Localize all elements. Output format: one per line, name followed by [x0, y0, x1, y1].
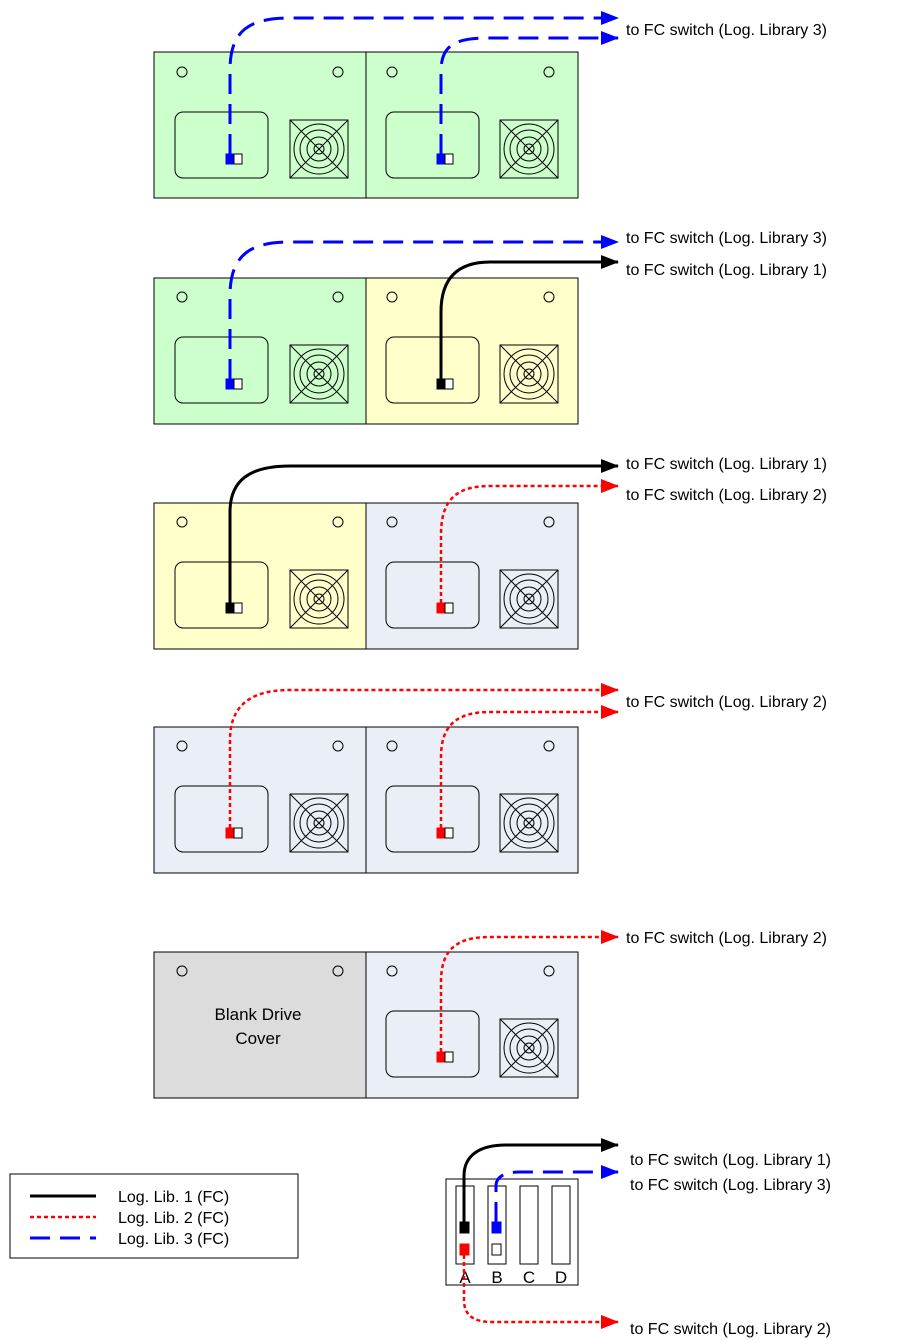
cable-lib2: [439, 930, 619, 1052]
destination-label: to FC switch (Log. Library 1): [626, 262, 827, 279]
drive-row-5: Blank Drive Cover to FC switch (Log. Lib…: [153, 930, 827, 1099]
destination-label: to FC switch (Log. Library 3): [626, 230, 827, 247]
cable-lib2: [439, 479, 619, 603]
cable-lib3: [494, 1165, 619, 1222]
destination-label: to FC switch (Log. Library 1): [626, 456, 827, 473]
blank-cover-label: Blank Drive: [215, 1005, 302, 1024]
cable-lib3: [228, 11, 619, 154]
tape-drive: [365, 277, 579, 425]
drive-row-1: to FC switch (Log. Library 3): [153, 11, 827, 199]
tape-drive: [365, 51, 579, 199]
cable-lib2: [228, 683, 619, 828]
destination-label: to FC switch (Log. Library 3): [626, 22, 827, 39]
blank-drive-cover: Blank Drive Cover: [153, 951, 367, 1099]
tape-drive: [365, 502, 579, 650]
destination-label: to FC switch (Log. Library 2): [630, 1321, 831, 1338]
blank-cover-label: Cover: [235, 1029, 281, 1048]
drive-row-4: to FC switch (Log. Library 2): [153, 683, 827, 874]
cable-lib2: [439, 705, 619, 828]
cable-lib1: [462, 1138, 619, 1222]
tape-drive: [365, 726, 579, 874]
slot-label: B: [491, 1268, 502, 1287]
destination-label: to FC switch (Log. Library 2): [626, 930, 827, 947]
cable-lib2: [462, 1255, 619, 1329]
tape-drive: [365, 951, 579, 1099]
legend-label-lib3: Log. Lib. 3 (FC): [118, 1231, 229, 1248]
slot-label: D: [555, 1268, 567, 1287]
tape-drive: [153, 51, 367, 199]
slot-label: C: [523, 1268, 535, 1287]
cable-lib1: [228, 459, 619, 603]
destination-label: to FC switch (Log. Library 2): [626, 487, 827, 504]
destination-label: to FC switch (Log. Library 1): [630, 1152, 831, 1169]
drive-row-3: to FC switch (Log. Library 1) to FC swit…: [153, 456, 827, 650]
destination-label: to FC switch (Log. Library 3): [630, 1177, 831, 1194]
slot-d: [551, 1185, 571, 1265]
tape-drive: [153, 726, 367, 874]
io-blade: A B C D to FC switch (Log. Library 1) to…: [445, 1138, 831, 1338]
slot-c: [519, 1185, 539, 1265]
port-lib3: [491, 1221, 502, 1234]
cable-lib1: [439, 255, 619, 379]
cable-lib3: [228, 235, 619, 379]
tape-drive: [153, 502, 367, 650]
drive-row-2: to FC switch (Log. Library 3) to FC swit…: [153, 230, 827, 425]
legend: Log. Lib. 1 (FC) Log. Lib. 2 (FC) Log. L…: [9, 1173, 299, 1259]
destination-label: to FC switch (Log. Library 2): [626, 694, 827, 711]
port-lib2: [459, 1243, 470, 1256]
port-lib1: [459, 1221, 470, 1234]
port-empty: [491, 1243, 502, 1256]
legend-label-lib1: Log. Lib. 1 (FC): [118, 1189, 229, 1206]
legend-label-lib2: Log. Lib. 2 (FC): [118, 1210, 229, 1227]
slot-label: A: [459, 1268, 471, 1287]
tape-drive: [153, 277, 367, 425]
